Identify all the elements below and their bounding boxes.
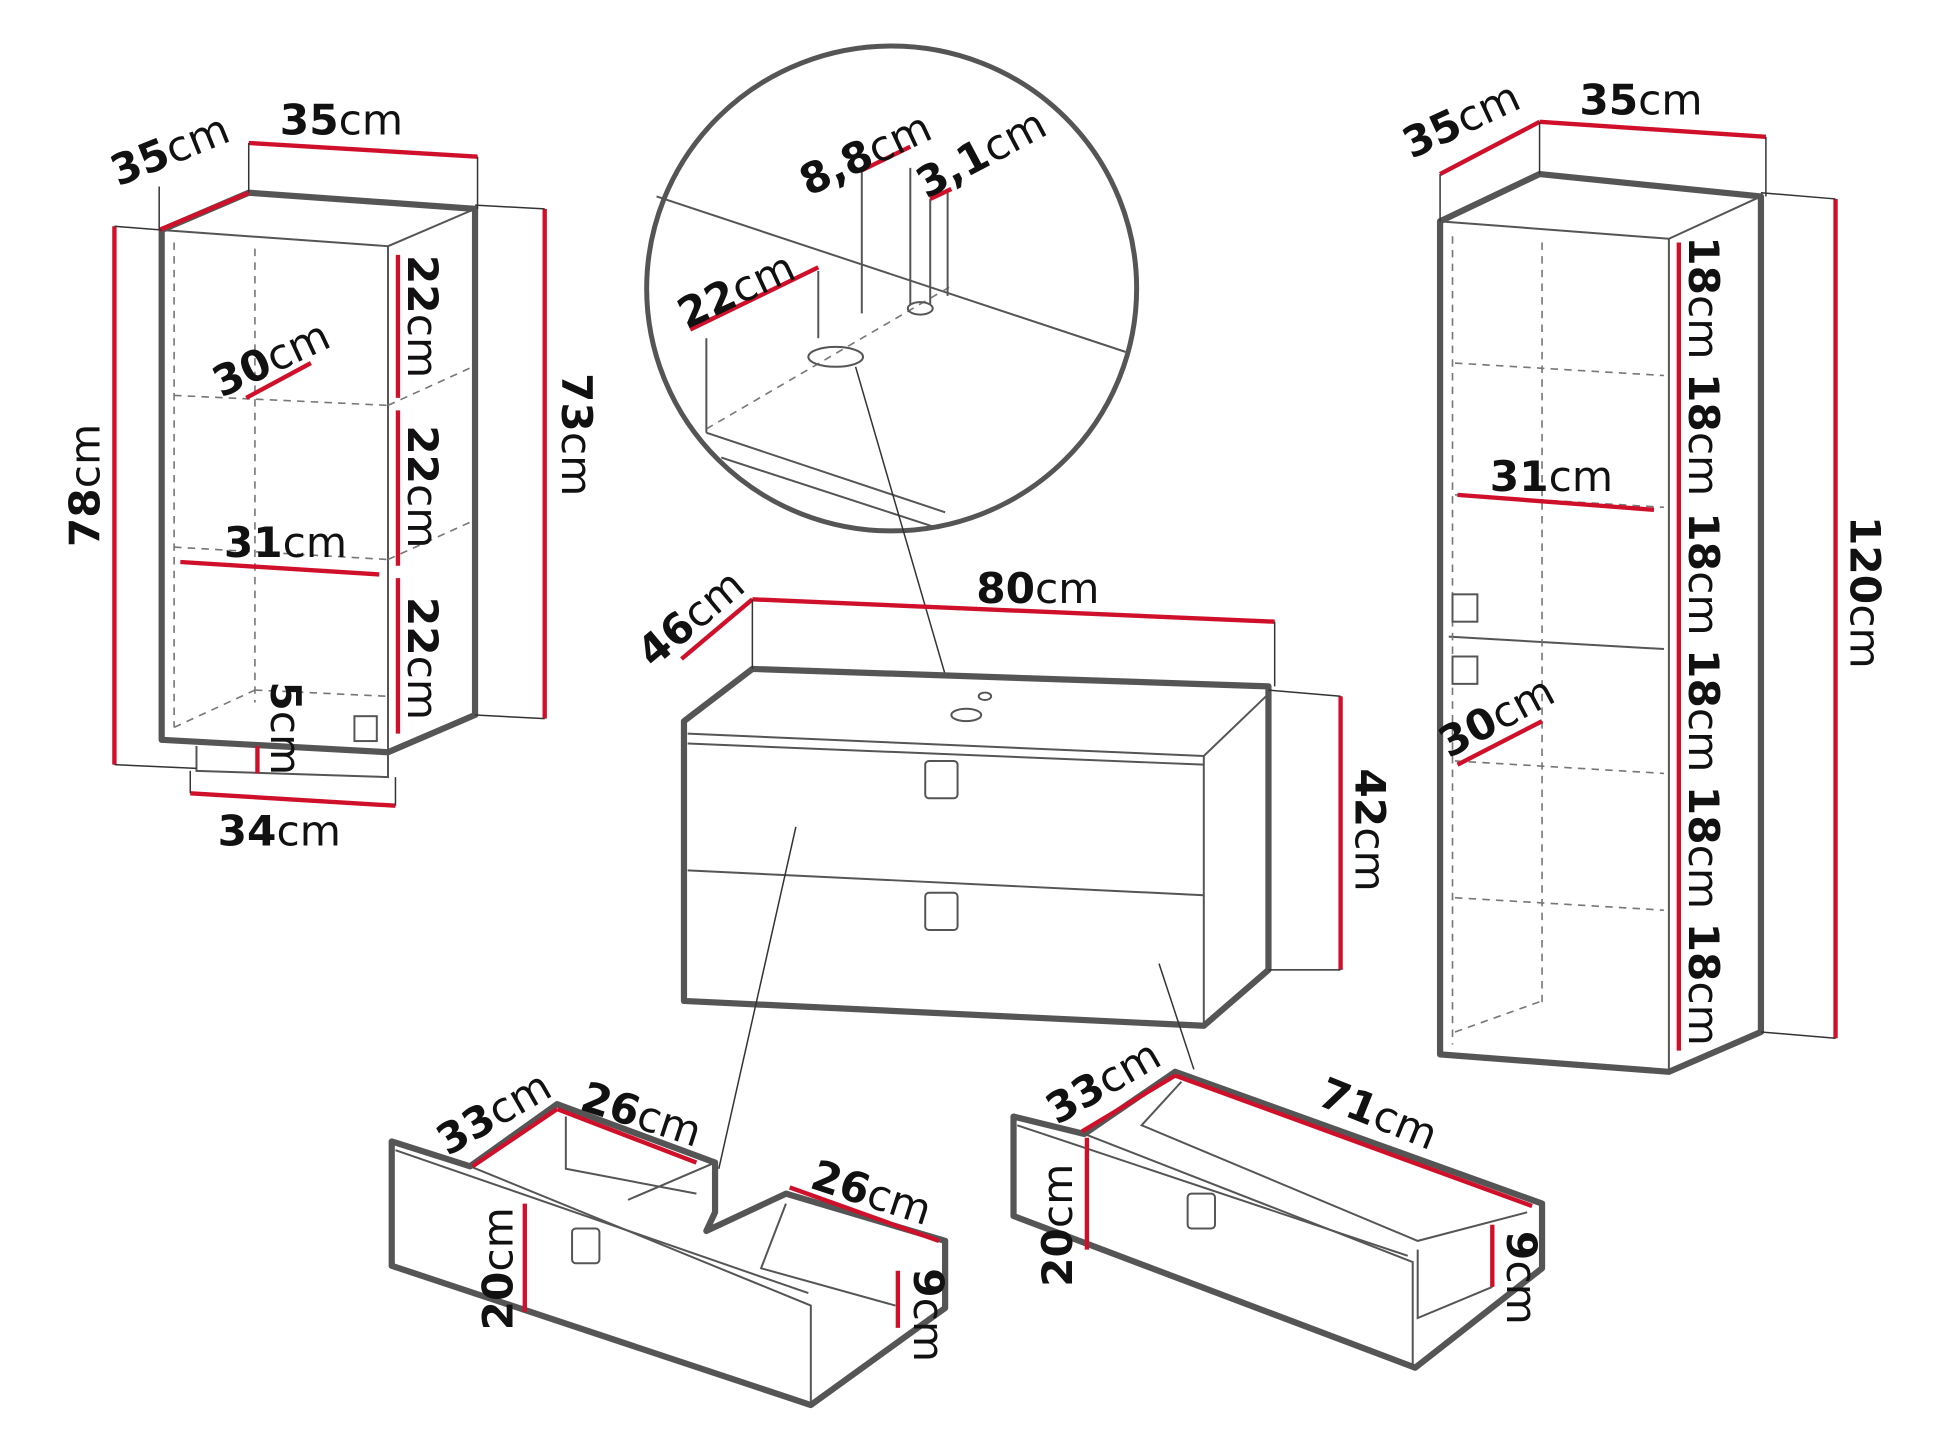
handle-icon [353,715,378,743]
depth-label: 35cm [104,104,237,196]
handle-icon [1451,655,1479,685]
front-height-label: 20cm [1033,1164,1082,1287]
shelf-gap-label: 22cm [398,597,447,720]
large-hole-icon [807,345,865,368]
shelf-width-label: 31cm [224,518,347,567]
shelf-gap-label: 22cm [398,255,447,378]
shelf-gap-label: 18cm [1679,512,1728,635]
height-label: 42cm [1346,768,1395,891]
handle-icon [924,891,959,932]
total-height-label: 78cm [60,424,109,547]
height-label: 120cm [1840,516,1889,669]
wall-cabinet: 35cm 35cm 78cm 73cm 22cm 22cm 22cm 30cm … [60,95,601,855]
shelf-gap-label: 18cm [1679,786,1728,909]
tall-cabinet: 35cm 35cm 120cm 18cm 18cm 18cm 18cm 18cm… [1395,72,1889,1075]
shelf-gap-label: 18cm [1679,236,1728,359]
handle-width-label: 34cm [218,807,341,856]
handle-icon [924,759,959,800]
vanity-unit: 46cm 80cm 42cm [628,560,1395,1169]
side-height-label: 9cm [1497,1231,1546,1325]
drawer-single: 33cm 71cm 20cm 9cm [1010,1030,1546,1371]
width-label: 35cm [1579,75,1702,124]
depth-label: 35cm [1395,72,1527,168]
depth-label: 46cm [628,560,754,677]
small-hole-icon [906,301,934,316]
width-label: 35cm [280,95,403,144]
shelf-gap-label: 18cm [1679,373,1728,496]
width-label: 80cm [976,564,1099,613]
shelf-gap-label: 18cm [1679,923,1728,1046]
side-height-label: 9cm [904,1268,953,1362]
shelf-gap-label: 22cm [398,425,447,548]
handle-icon [1451,593,1479,623]
towel-rail [195,746,389,779]
shelf-gap-label: 18cm [1679,649,1728,772]
shelf-width-label: 31cm [1490,452,1613,501]
handle-icon [1186,1192,1216,1230]
detail-circle: 22cm 8,8cm 3,1cm [644,43,1140,709]
body-height-label: 73cm [552,373,601,496]
drawer-split: 33cm 26cm 26cm 20cm 9cm [388,1061,953,1409]
front-height-label: 20cm [473,1207,522,1330]
handle-gap-label: 5cm [261,681,310,775]
handle-icon [571,1227,601,1265]
